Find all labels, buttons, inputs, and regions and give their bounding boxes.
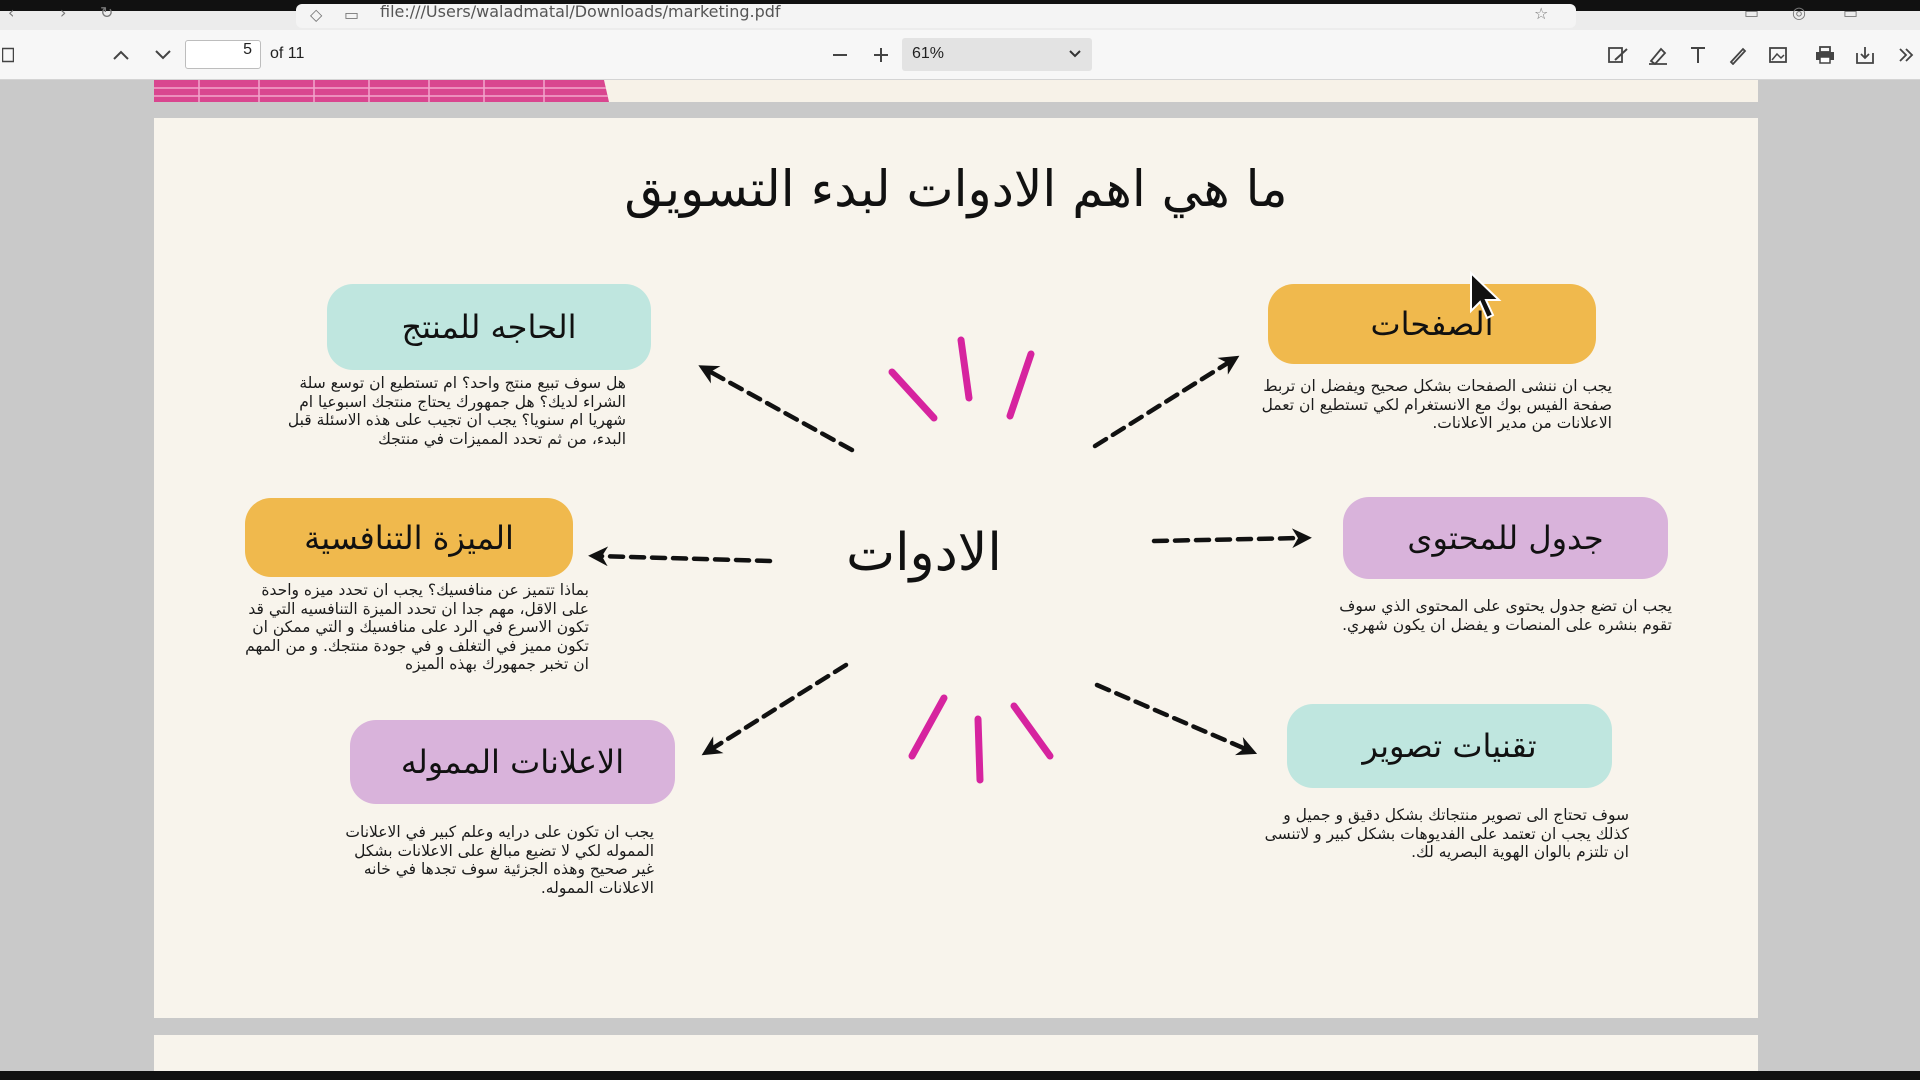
pdf-toolbar: 5 of 11 61%: [0, 30, 1920, 80]
arrow-to-content-schedule: [1151, 528, 1312, 549]
save-icon[interactable]: [1850, 30, 1880, 79]
tool-label: الميزة التنافسية: [304, 518, 514, 557]
pdf-page: ما هي اهم الادوات لبدء التسويق الادوات ا…: [154, 118, 1758, 1018]
arrow-to-photography: [1094, 682, 1258, 756]
address-bar[interactable]: ◇ ▭ file:///Users/waladmatal/Downloads/m…: [296, 2, 1576, 28]
bookmark-star-icon[interactable]: ☆: [1534, 4, 1549, 23]
grid-decoration: [154, 80, 609, 102]
chevron-down-icon: [155, 49, 171, 59]
arrow-to-product-need: [698, 365, 855, 453]
tool-description-paid-ads: يجب ان تكون على درايه وعلم كبير في الاعل…: [345, 823, 654, 897]
tool-label: تقنيات تصوير: [1362, 727, 1537, 765]
shield-icon[interactable]: ◇: [310, 5, 323, 24]
chevron-down-icon: [1069, 50, 1081, 58]
url-text[interactable]: file:///Users/waladmatal/Downloads/marke…: [380, 2, 781, 21]
page-count: of 11: [270, 45, 305, 62]
tool-pill-paid-ads: الاعلانات المموله: [350, 720, 675, 804]
window-bottom-edge: [0, 1071, 1920, 1080]
forward-icon[interactable]: ›: [60, 3, 67, 22]
tool-label: الحاجه للمنتج: [401, 308, 577, 346]
arrows-diagram: [588, 336, 1312, 784]
pocket-icon[interactable]: ▭: [1744, 3, 1760, 22]
tool-pill-photography: تقنيات تصوير: [1287, 704, 1612, 788]
arrow-to-paid-ads: [701, 662, 849, 756]
back-icon[interactable]: ‹: [8, 3, 15, 22]
tool-pill-content-schedule: جدول للمحتوى: [1343, 497, 1668, 579]
text-tool-icon[interactable]: [1683, 30, 1713, 79]
more-tools-icon[interactable]: [1894, 30, 1918, 79]
browser-toolbar: ‹ › ↻ ◇ ▭ file:///Users/waladmatal/Downl…: [0, 0, 1920, 31]
chevron-up-icon: [113, 50, 129, 60]
previous-page-button[interactable]: [106, 30, 136, 79]
extensions-icon[interactable]: ▭: [1843, 3, 1859, 22]
mouse-cursor-icon: [1470, 271, 1502, 320]
tool-pill-pages: الصفحات: [1268, 284, 1596, 364]
arrow-to-competitive-advantage: [588, 546, 773, 567]
edit-text-icon[interactable]: [1603, 30, 1633, 79]
tool-label: الصفحات: [1370, 305, 1494, 343]
reload-icon[interactable]: ↻: [100, 3, 114, 22]
next-page-button[interactable]: [148, 30, 178, 79]
sidebar-toggle-icon[interactable]: [0, 30, 16, 79]
page-number-value: 5: [243, 41, 252, 58]
zoom-in-button[interactable]: [866, 30, 896, 79]
file-icon: ▭: [344, 5, 360, 24]
page-title: ما هي اهم الادوات لبدء التسويق: [624, 160, 1288, 218]
tool-pill-competitive-advantage: الميزة التنافسية: [245, 498, 573, 577]
tool-description-pages: يجب ان ننشى الصفحات بشكل صحيح ويفضل ان ت…: [1261, 377, 1612, 432]
arrow-to-pages: [1092, 355, 1240, 449]
image-icon[interactable]: [1763, 30, 1793, 79]
minus-icon: [833, 53, 847, 56]
tool-description-competitive-advantage: بماذا تتميز عن منافسيك؟ يجب ان تحدد ميزه…: [245, 581, 589, 673]
page-number-input[interactable]: 5: [185, 40, 261, 69]
zoom-select[interactable]: 61%: [902, 38, 1092, 71]
tool-label: الاعلانات المموله: [400, 743, 625, 781]
accent-stroke: [908, 694, 948, 760]
account-icon[interactable]: ◎: [1792, 3, 1806, 22]
tool-pill-product-need: الحاجه للمنتج: [327, 284, 651, 370]
tool-description-photography: سوف تحتاج الى تصوير منتجاتك بشكل دقيق و …: [1264, 806, 1629, 861]
accent-stroke: [1010, 702, 1054, 760]
print-icon[interactable]: [1810, 30, 1840, 79]
center-label: الادوات: [846, 523, 1002, 583]
tool-label: جدول للمحتوى: [1407, 519, 1604, 557]
accent-stroke: [888, 368, 938, 422]
next-page-top: [154, 1035, 1758, 1071]
zoom-out-button[interactable]: [825, 30, 855, 79]
zoom-value: 61%: [912, 45, 945, 62]
tool-description-product-need: هل سوف تبيع منتج واحد؟ ام تستطيع ان توسع…: [287, 374, 626, 448]
accent-stroke: [1006, 350, 1035, 420]
accent-stroke: [974, 715, 984, 784]
draw-icon[interactable]: [1723, 30, 1753, 79]
accent-stroke: [957, 336, 973, 402]
tool-description-content-schedule: يجب ان تضع جدول يحتوى على المحتوى الذي س…: [1339, 597, 1672, 634]
highlight-icon[interactable]: [1643, 30, 1673, 79]
plus-icon: [874, 47, 888, 62]
